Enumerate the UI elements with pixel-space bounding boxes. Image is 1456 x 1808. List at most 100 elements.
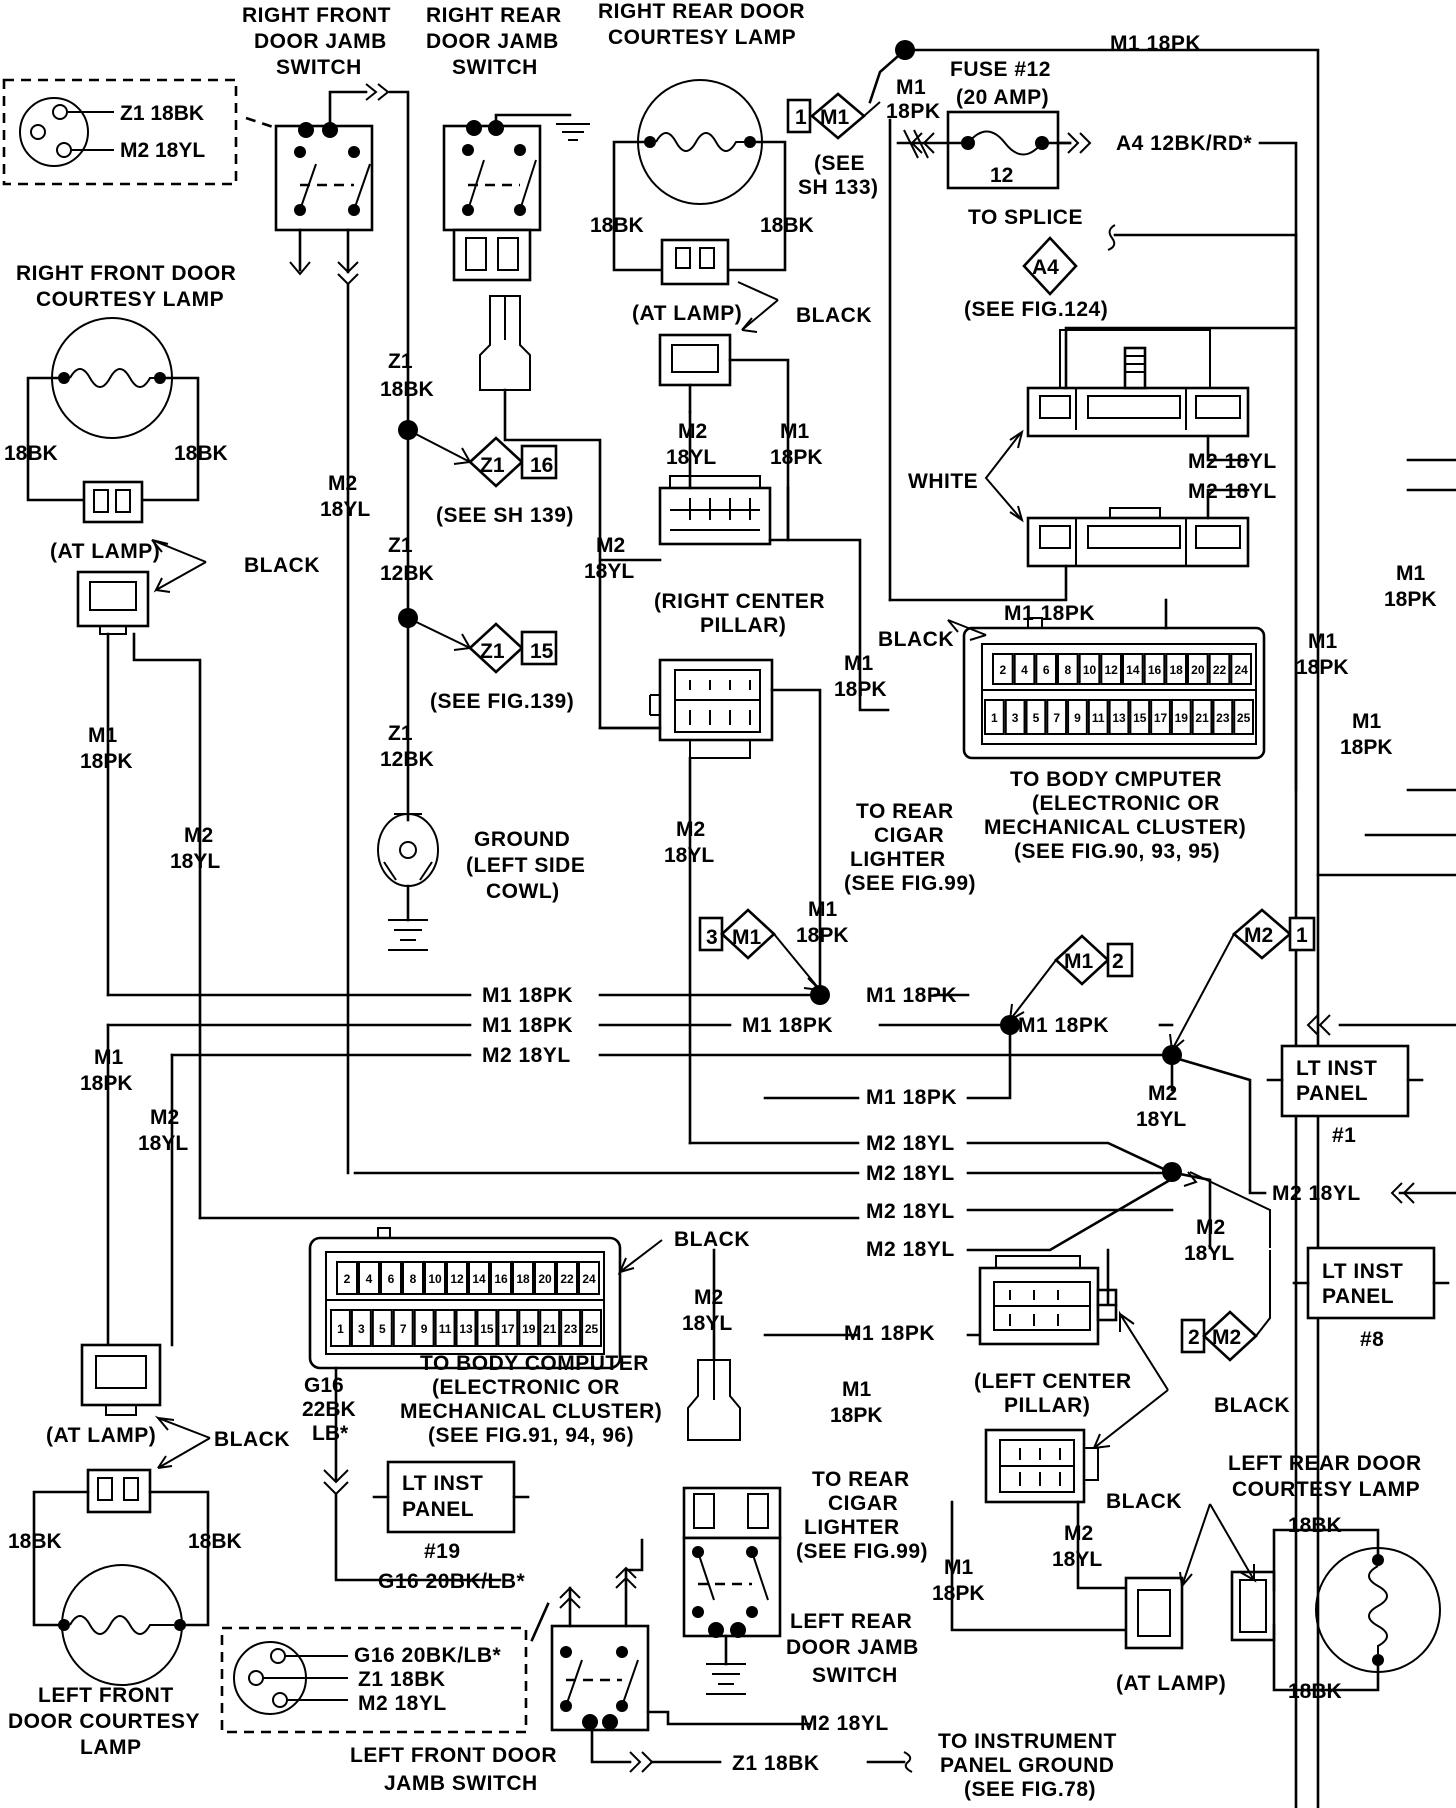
lcp-label-1: (LEFT CENTER <box>974 1370 1132 1393</box>
lt-inst-8-b: PANEL <box>1322 1285 1394 1308</box>
pin-cell <box>358 1261 380 1295</box>
at-lamp-lr: (AT LAMP) <box>1116 1672 1226 1695</box>
lt-inst-1-num: #1 <box>1332 1124 1356 1147</box>
pin-cell <box>1122 653 1144 685</box>
pin-number: 15 <box>1133 711 1147 725</box>
lt-inst-19-b: PANEL <box>402 1498 474 1521</box>
white-connectors <box>888 118 1298 792</box>
rf-connector-inset: Z1 18BK M2 18YL <box>2 78 238 186</box>
bcR-label-3: MECHANICAL CLUSTER) <box>984 816 1246 839</box>
svg-text:M1: M1 <box>944 1556 973 1579</box>
wire-a4: A4 12BK/RD* <box>1116 132 1253 155</box>
svg-text:Z1: Z1 <box>480 640 505 663</box>
pin-cell <box>1078 653 1101 685</box>
pin-cell <box>1230 653 1253 685</box>
right-rear-courtesy-lamp <box>612 79 790 542</box>
svg-text:18PK: 18PK <box>770 446 823 469</box>
pin-cell <box>560 1309 582 1347</box>
pin-number: 24 <box>1234 663 1248 677</box>
pin-number: 10 <box>428 1272 442 1286</box>
pin-cell <box>413 1309 435 1347</box>
svg-text:BLACK: BLACK <box>214 1428 290 1451</box>
svg-text:3: 3 <box>706 926 718 949</box>
pin-number: 8 <box>410 1272 417 1286</box>
lr-jamb-label-1: LEFT REAR <box>790 1610 912 1633</box>
pin-cell <box>539 1309 561 1347</box>
pin-cell <box>1191 699 1213 735</box>
svg-text:18PK: 18PK <box>1384 588 1437 611</box>
ground-label-3: COWL) <box>486 880 560 903</box>
inst-ground-label-3: (SEE FIG.78) <box>964 1778 1096 1801</box>
svg-text:18PK: 18PK <box>932 1582 985 1605</box>
pin-cell <box>392 1309 414 1347</box>
lt-inst-19-a: LT INST <box>402 1472 483 1495</box>
svg-text:M1: M1 <box>94 1046 123 1069</box>
rcp-label-1: (RIGHT CENTER <box>654 590 825 613</box>
svg-text:M1: M1 <box>732 926 761 949</box>
lf-jamb-label-1: LEFT FRONT DOOR <box>350 1744 557 1767</box>
lt-inst-panels <box>372 1014 1450 1534</box>
svg-text:12BK: 12BK <box>380 562 434 585</box>
rf-jamb-label-3: SWITCH <box>276 56 362 79</box>
pin-number: 5 <box>379 1322 386 1336</box>
pin-number: 7 <box>1053 711 1060 725</box>
pin-number: 2 <box>999 663 1006 677</box>
svg-text:M2 18YL: M2 18YL <box>1188 450 1277 473</box>
right-center-pillar-connector <box>598 410 890 1145</box>
pin-cell <box>330 1309 351 1347</box>
pin-number: 4 <box>366 1272 373 1286</box>
svg-text:M2 18YL: M2 18YL <box>1272 1182 1361 1205</box>
svg-text:18BK: 18BK <box>8 1530 62 1553</box>
pin-cell <box>1004 699 1026 735</box>
svg-text:M1 18PK: M1 18PK <box>1004 602 1095 625</box>
to-splice-label: TO SPLICE <box>968 206 1083 229</box>
cigar2-label-1: TO REAR <box>812 1468 910 1491</box>
pin-number: 12 <box>450 1272 464 1286</box>
pin-cell <box>1150 699 1171 735</box>
pin-number: 2 <box>344 1272 351 1286</box>
svg-text:M2: M2 <box>1244 924 1273 947</box>
lf-lamp-label-1: LEFT FRONT <box>38 1684 174 1707</box>
lr-lamp-label-2: COURTESY LAMP <box>1232 1478 1420 1501</box>
svg-text:1: 1 <box>795 106 807 129</box>
svg-text:M2: M2 <box>694 1286 723 1309</box>
svg-text:LB*: LB* <box>312 1422 349 1445</box>
svg-text:18YL: 18YL <box>682 1312 732 1335</box>
pin-cell <box>1187 653 1209 685</box>
inst-ground-label-1: TO INSTRUMENT <box>938 1730 1117 1753</box>
wire-m1-top: M1 18PK <box>1110 32 1201 55</box>
pin-cell <box>1208 653 1231 685</box>
svg-text:M2 18YL: M2 18YL <box>1188 480 1277 503</box>
see-fig124: (SEE FIG.124) <box>964 298 1108 321</box>
svg-text:BLACK: BLACK <box>796 304 872 327</box>
pin-number: 13 <box>459 1322 473 1336</box>
left-vertical-wires <box>32 1023 211 1627</box>
svg-text:M1 18PK: M1 18PK <box>482 1014 573 1037</box>
svg-text:BLACK: BLACK <box>674 1228 750 1251</box>
pin-number: 19 <box>1175 711 1189 725</box>
pin-cell <box>984 699 1005 735</box>
pin-cell <box>1212 699 1234 735</box>
svg-text:A4: A4 <box>1032 256 1059 279</box>
svg-text:G16 20BK/LB*: G16 20BK/LB* <box>378 1570 526 1593</box>
pin-number: 24 <box>582 1272 596 1286</box>
z1-ground-line <box>377 420 472 951</box>
pin-number: 20 <box>538 1272 552 1286</box>
lf-jamb-label-2: JAMB SWITCH <box>384 1772 538 1795</box>
svg-text:18YL: 18YL <box>664 844 714 867</box>
svg-text:BLACK: BLACK <box>1106 1490 1182 1513</box>
pin-number: 11 <box>1092 711 1105 725</box>
lcp-label-2: PILLAR) <box>1004 1394 1090 1417</box>
pin-cell <box>992 653 1014 685</box>
pin-cell <box>534 1261 556 1295</box>
pin-cell <box>476 1309 498 1347</box>
svg-text:M1: M1 <box>1352 710 1381 733</box>
lr-lamp-label-1: LEFT REAR DOOR <box>1228 1452 1422 1475</box>
svg-text:12BK: 12BK <box>380 748 434 771</box>
svg-text:M1: M1 <box>780 420 809 443</box>
rr-jamb-label-1: RIGHT REAR <box>426 4 562 27</box>
right-front-courtesy-lamp <box>26 317 207 1220</box>
